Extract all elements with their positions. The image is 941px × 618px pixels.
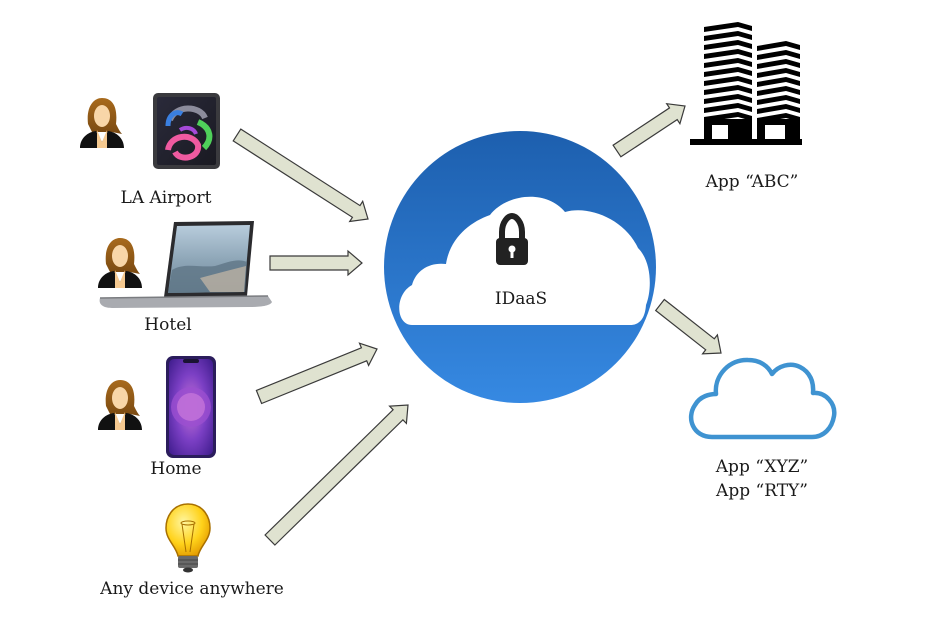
smartphone-icon xyxy=(166,356,216,458)
source-any-device xyxy=(165,503,211,573)
lightbulb-icon xyxy=(165,503,211,573)
arrow-idaas-to-app-cloud xyxy=(654,298,722,355)
arrow-idaas-to-app-abc xyxy=(612,102,686,158)
user-icon xyxy=(80,98,124,148)
source-label-home: Home xyxy=(150,459,202,479)
arrows-layer xyxy=(232,102,722,546)
tablet-icon xyxy=(153,93,220,169)
target-label-app-xyz: App “XYZ” xyxy=(715,457,809,477)
arrow-hotel-to-idaas xyxy=(269,249,363,277)
source-la-airport xyxy=(80,93,220,169)
target-label-app-rty: App “RTY” xyxy=(716,481,808,501)
building-icon xyxy=(690,22,802,145)
laptop-icon xyxy=(99,221,272,308)
user-icon xyxy=(98,380,142,430)
user-icon xyxy=(98,238,142,288)
hub-label: IDaaS xyxy=(494,289,548,309)
source-label-la-airport: LA Airport xyxy=(120,188,212,208)
source-label-hotel: Hotel xyxy=(144,315,192,335)
source-home xyxy=(98,356,216,458)
lock-icon xyxy=(496,212,528,265)
arrow-la-airport-to-idaas xyxy=(232,128,369,223)
arrow-any-device-to-idaas xyxy=(264,404,409,546)
target-label-app-abc: App “ABC” xyxy=(705,172,799,192)
idaas-hub xyxy=(384,131,656,403)
cloud-outline-icon xyxy=(688,357,837,440)
source-hotel xyxy=(98,221,272,308)
arrow-home-to-idaas xyxy=(255,342,378,405)
source-label-any-device: Any device anywhere xyxy=(100,579,284,599)
